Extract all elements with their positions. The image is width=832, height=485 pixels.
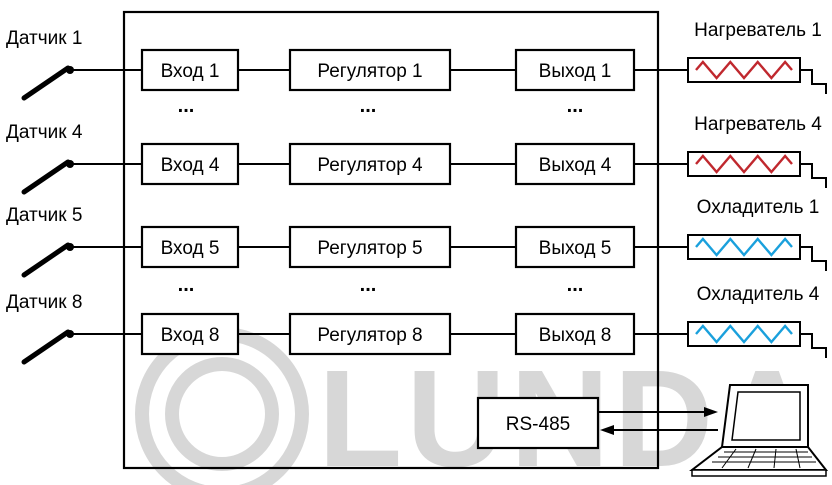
sensor-switch-icon xyxy=(21,65,74,101)
ellipsis-row-upper: ... ... ... xyxy=(178,95,584,117)
resistor-icon xyxy=(687,321,801,347)
output-label: Выход 1 xyxy=(539,61,612,82)
input-label: Вход 1 xyxy=(161,61,220,82)
data-arrow-to-laptop xyxy=(598,407,718,417)
regulator-label: Регулятор 8 xyxy=(317,325,422,346)
resistor-icon xyxy=(687,234,801,260)
channel-row: Датчик 5 Вход 5 Регулятор 5 Выход 5 Охладите… xyxy=(6,197,827,278)
rs485-box xyxy=(476,396,600,450)
ellipsis-regulators: ... xyxy=(360,274,377,296)
ellipsis-inputs: ... xyxy=(178,95,195,117)
output-box xyxy=(514,312,636,356)
actuator-label: Охладитель 4 xyxy=(697,284,820,305)
input-box xyxy=(140,312,240,356)
channel-row: Датчик 4 Вход 4 Регулятор 4 Выход 4 Нагреват… xyxy=(6,114,827,195)
actuator-label: Охладитель 1 xyxy=(697,197,820,218)
return-lead xyxy=(800,163,827,188)
input-label: Вход 5 xyxy=(161,238,220,259)
input-box xyxy=(140,142,240,186)
sensor-label: Датчик 4 xyxy=(6,122,83,143)
laptop-icon xyxy=(689,384,829,477)
actuator-label: Нагреватель 1 xyxy=(694,20,822,41)
ellipsis-row-lower: ... ... ... xyxy=(178,274,584,296)
regulator-label: Регулятор 1 xyxy=(317,61,422,82)
data-arrow-from-laptop xyxy=(600,425,718,435)
sensor-label: Датчик 5 xyxy=(6,205,82,226)
resistor-icon xyxy=(687,151,801,177)
input-box xyxy=(140,225,240,269)
regulator-label: Регулятор 5 xyxy=(317,238,422,259)
channel-row: Датчик 8 Вход 8 Регулятор 8 Выход 8 Охладите… xyxy=(6,284,827,365)
actuator-label: Нагреватель 4 xyxy=(694,114,822,135)
output-box xyxy=(514,48,636,92)
channel-row: Датчик 1 Вход 1 Регулятор 1 Выход 1 Нагреват… xyxy=(6,20,827,101)
sensor-label: Датчик 8 xyxy=(6,292,82,313)
output-box xyxy=(514,142,636,186)
ellipsis-outputs: ... xyxy=(567,95,584,117)
regulator-label: Регулятор 4 xyxy=(317,155,423,176)
ellipsis-regulators: ... xyxy=(360,95,377,117)
resistor-icon xyxy=(687,57,801,83)
ellipsis-outputs: ... xyxy=(567,274,584,296)
return-lead xyxy=(800,69,827,94)
watermark-logo-icon xyxy=(135,327,309,485)
output-box xyxy=(514,225,636,269)
input-label: Вход 4 xyxy=(161,155,220,176)
input-label: Вход 8 xyxy=(161,325,220,346)
regulator-box xyxy=(288,312,452,356)
rs485-label: RS-485 xyxy=(506,414,570,435)
sensor-switch-icon xyxy=(21,159,74,195)
return-lead xyxy=(800,246,827,271)
regulator-box xyxy=(288,142,452,186)
return-lead xyxy=(800,333,827,358)
output-label: Выход 4 xyxy=(539,155,612,176)
sensor-switch-icon xyxy=(21,329,74,365)
sensor-switch-icon xyxy=(21,242,74,278)
output-label: Выход 5 xyxy=(539,238,612,259)
sensor-label: Датчик 1 xyxy=(6,28,82,49)
output-label: Выход 8 xyxy=(539,325,612,346)
controller-frame xyxy=(122,10,660,470)
ellipsis-inputs: ... xyxy=(178,274,195,296)
